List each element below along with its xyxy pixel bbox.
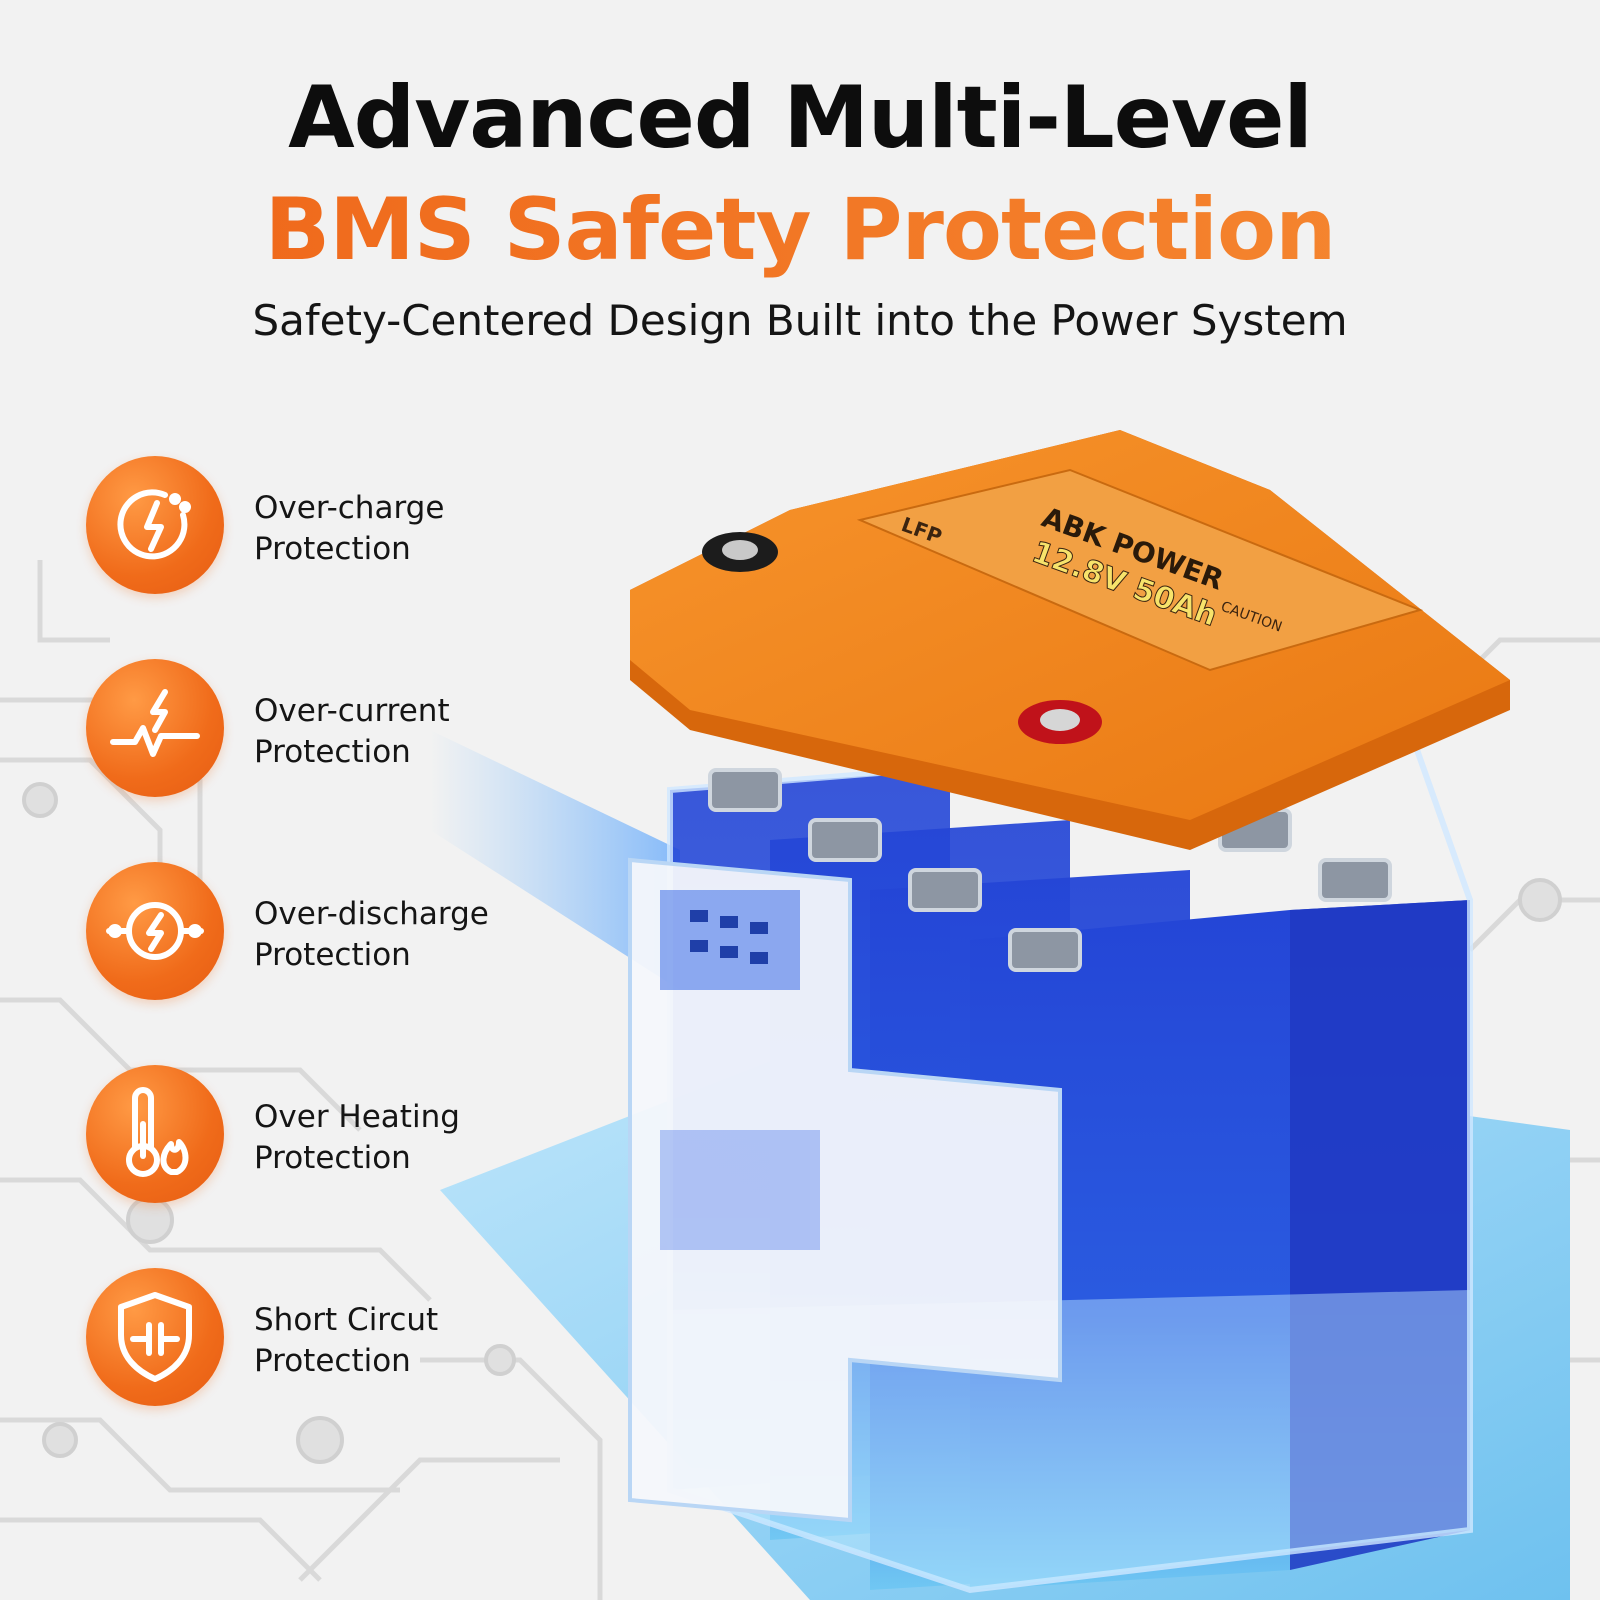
page-title: Advanced Multi-Level (288, 68, 1313, 168)
page-subtitle: Safety-Centered Design Built into the Po… (252, 296, 1348, 345)
page-title-highlight: BMS Safety Protection (0, 180, 1600, 280)
feature-overcharge: Over-charge Protection (86, 456, 606, 596)
thermometer-flame-icon (86, 1065, 224, 1203)
feature-label: Over-charge Protection (254, 490, 445, 567)
feature-overcurrent: Over-current Protection (86, 659, 606, 799)
battery-lid: ABK POWER 12.8V 50Ah LFP CAUTION (630, 430, 1510, 850)
feature-overheating: Over Heating Protection (86, 1065, 606, 1205)
feature-label: Over Heating Protection (254, 1099, 460, 1176)
overdischarge-bolt-circle-icon (86, 862, 224, 1000)
positive-terminal (1018, 700, 1102, 744)
bms-circuit-board (628, 857, 1062, 1523)
shield-circuit-icon (86, 1268, 224, 1406)
overcharge-bolt-cycle-icon (86, 456, 224, 594)
feature-label: Short Circut Protection (254, 1302, 439, 1379)
feature-short-circuit: Short Circut Protection (86, 1268, 606, 1408)
light-beam (430, 730, 680, 990)
feature-label: Over-current Protection (254, 693, 450, 770)
battery-exploded-illustration: ABK POWER 12.8V 50Ah LFP CAUTION (430, 430, 1570, 1600)
feature-label: Over-discharge Protection (254, 896, 489, 973)
overcurrent-pulse-bolt-icon (86, 659, 224, 797)
feature-overdischarge: Over-discharge Protection (86, 862, 606, 1002)
negative-terminal (702, 532, 778, 572)
